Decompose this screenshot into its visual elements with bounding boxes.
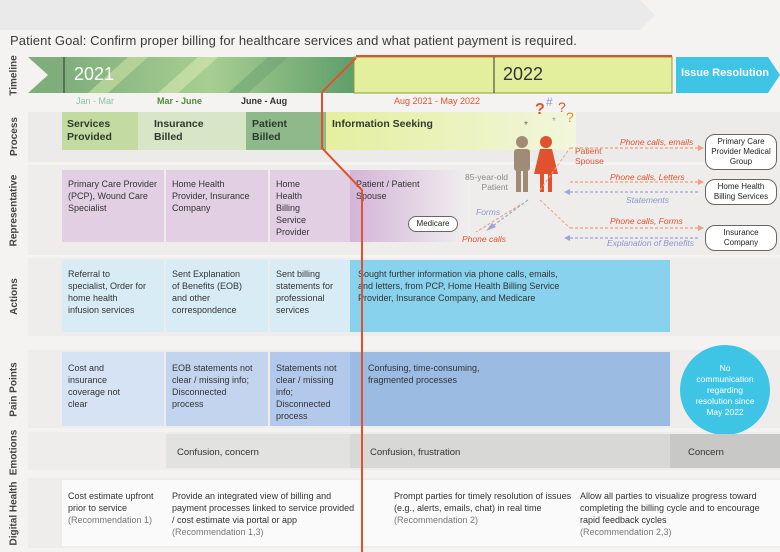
svg-text:*: * [552,116,556,127]
pain-col2-text: EOB statements not clear / missing info;… [172,363,253,409]
communication-arrows [475,145,704,241]
process-patient-bg [246,112,326,150]
digital-3: Prompt parties for timely resolution of … [394,491,572,525]
arrow-label-phone-letters: Phone calls, Letters [610,172,685,182]
pain-col1-bg [62,352,164,426]
svg-text:#: # [546,95,553,109]
home-health-billing-box: Home Health Billing Services [705,179,777,205]
process-info-bg [326,112,576,150]
process-insurance-billed: Insurance Billed [154,118,204,143]
emotions-1-bg [166,434,350,468]
period-mar-june: Mar - June [157,96,203,106]
insurance-company-box: Insurance Company [705,225,777,251]
arrow-label-statements: Statements [626,195,669,205]
rep-col3-bg [270,170,350,242]
svg-text:?: ? [535,101,545,118]
process-patient-billed: Patient Billed [252,118,288,143]
period-aug-may: Aug 2021 - May 2022 [394,96,481,106]
actions-col3-bg [270,260,350,332]
actions-col2-text: Sent Explanation of Benefits (EOB) and o… [172,269,243,315]
rep-col2-bg [166,170,268,242]
pcp-medical-group-box: Primary Care Provider Medical Group [705,134,777,170]
actions-col4-bg [350,260,670,332]
emotion-confusion-concern: Confusion, concern [177,447,259,458]
patient-figures-illustration: ? # ? ? * * [514,95,574,192]
process-insurance-bg [138,112,250,150]
period-jan-mar: Jan - Mar [76,96,115,106]
period-june-aug: June - Aug [241,96,288,106]
rep-col2-text: Home Health Provider, Insurance Company [172,179,250,213]
year-2022: 2022 [503,64,544,84]
actions-col1-text: Referral to specialist, Order for home h… [68,269,147,315]
rep-col1-text: Primary Care Provider (PCP), Wound Care … [68,179,158,213]
svg-text:?: ? [558,99,566,115]
digital-bg [62,480,780,546]
arrow-label-phone-emails: Phone calls, emails [620,137,694,147]
arrow-label-forms: Forms [476,207,501,217]
rep-col4-text: Patient / Patient Spouse [356,179,420,201]
actions-col4-text: Sought further information via phone cal… [358,269,560,303]
emotion-confusion-frustration: Confusion, frustration [370,447,461,458]
emotions-3-bg [670,434,780,468]
timeline-bar [28,56,780,94]
pain-col4-text: Confusing, time-consuming, fragmented pr… [368,363,480,385]
actions-col3-text: Sent billing statements for professional… [276,269,334,315]
digital-1: Cost estimate upfront prior to service(R… [68,491,154,525]
pain-col3-text: Statements not clear / missing info; Dis… [276,363,337,421]
digital-4: Allow all parties to visualize progress … [580,491,760,537]
patient-goal-text: Patient Goal: Confirm proper billing for… [10,33,577,48]
issue-resolution-label: Issue Resolution [681,67,770,79]
patient-spouse-label: Patient Spouse [575,146,604,166]
patient-label: 85-year-old Patient [465,172,508,192]
rep-col3-text: Home Health Billing Service Provider [276,179,310,237]
pain-col4-bg [350,352,670,426]
digital-2: Provide an integrated view of billing an… [172,491,355,537]
actions-col2-bg [166,260,268,332]
arrow-label-eob: Explanation of Benefits [607,238,694,248]
no-communication-circle: No communication regarding resolution si… [680,345,770,435]
svg-text:*: * [524,120,528,131]
pain-col3-bg [270,352,350,426]
arrow-label-phone-forms: Phone calls, Forms [610,216,683,226]
pain-col2-bg [166,352,268,426]
process-information-seeking: Information Seeking [332,118,433,130]
process-services-provided: Services Provided [67,118,112,143]
rep-col1-bg [62,170,164,242]
header-chevron-decoration [0,0,655,30]
arrow-label-phone-calls: Phone calls [462,234,506,244]
emotions-2-bg [350,434,670,468]
medicare-box: Medicare [408,216,458,232]
year-2021: 2021 [74,64,115,84]
actions-col1-bg [62,260,164,332]
svg-text:?: ? [566,109,574,125]
emotion-concern: Concern [688,447,724,458]
pain-col1-text: Cost and insurance coverage not clear [68,363,121,409]
